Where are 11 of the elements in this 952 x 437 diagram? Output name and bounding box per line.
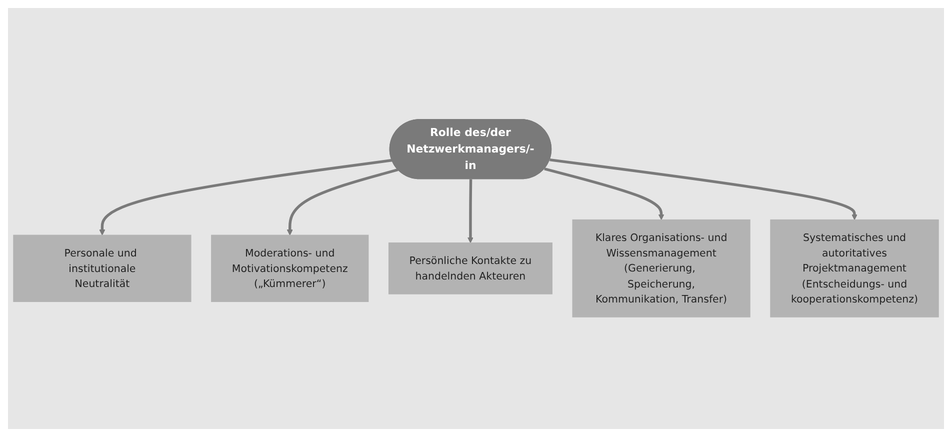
arrow: [99, 159, 392, 236]
arrow: [286, 168, 398, 236]
text-box: Moderations- und Motivationskompetenz („Kümmerer“): [211, 235, 369, 302]
arrow: [544, 168, 664, 220]
arrow: [550, 158, 858, 220]
text-box: Klares Organisations- und Wissensmanagement (Generierung, Speicherung, Kommunikation, Transfer): [572, 220, 750, 318]
arrow: [467, 179, 474, 244]
text-box: Personale und institutionale Neutralität: [13, 235, 192, 302]
text-box: Systematisches und autoritatives Projektmanagement (Entscheidungs- und kooperationskompetenz): [770, 220, 939, 318]
text-box: Persönliche Kontakte zu handelnden Akteuren: [388, 242, 552, 295]
ellipse-node: Rolle des/der Netzwerkmanagers/-in: [389, 119, 552, 180]
